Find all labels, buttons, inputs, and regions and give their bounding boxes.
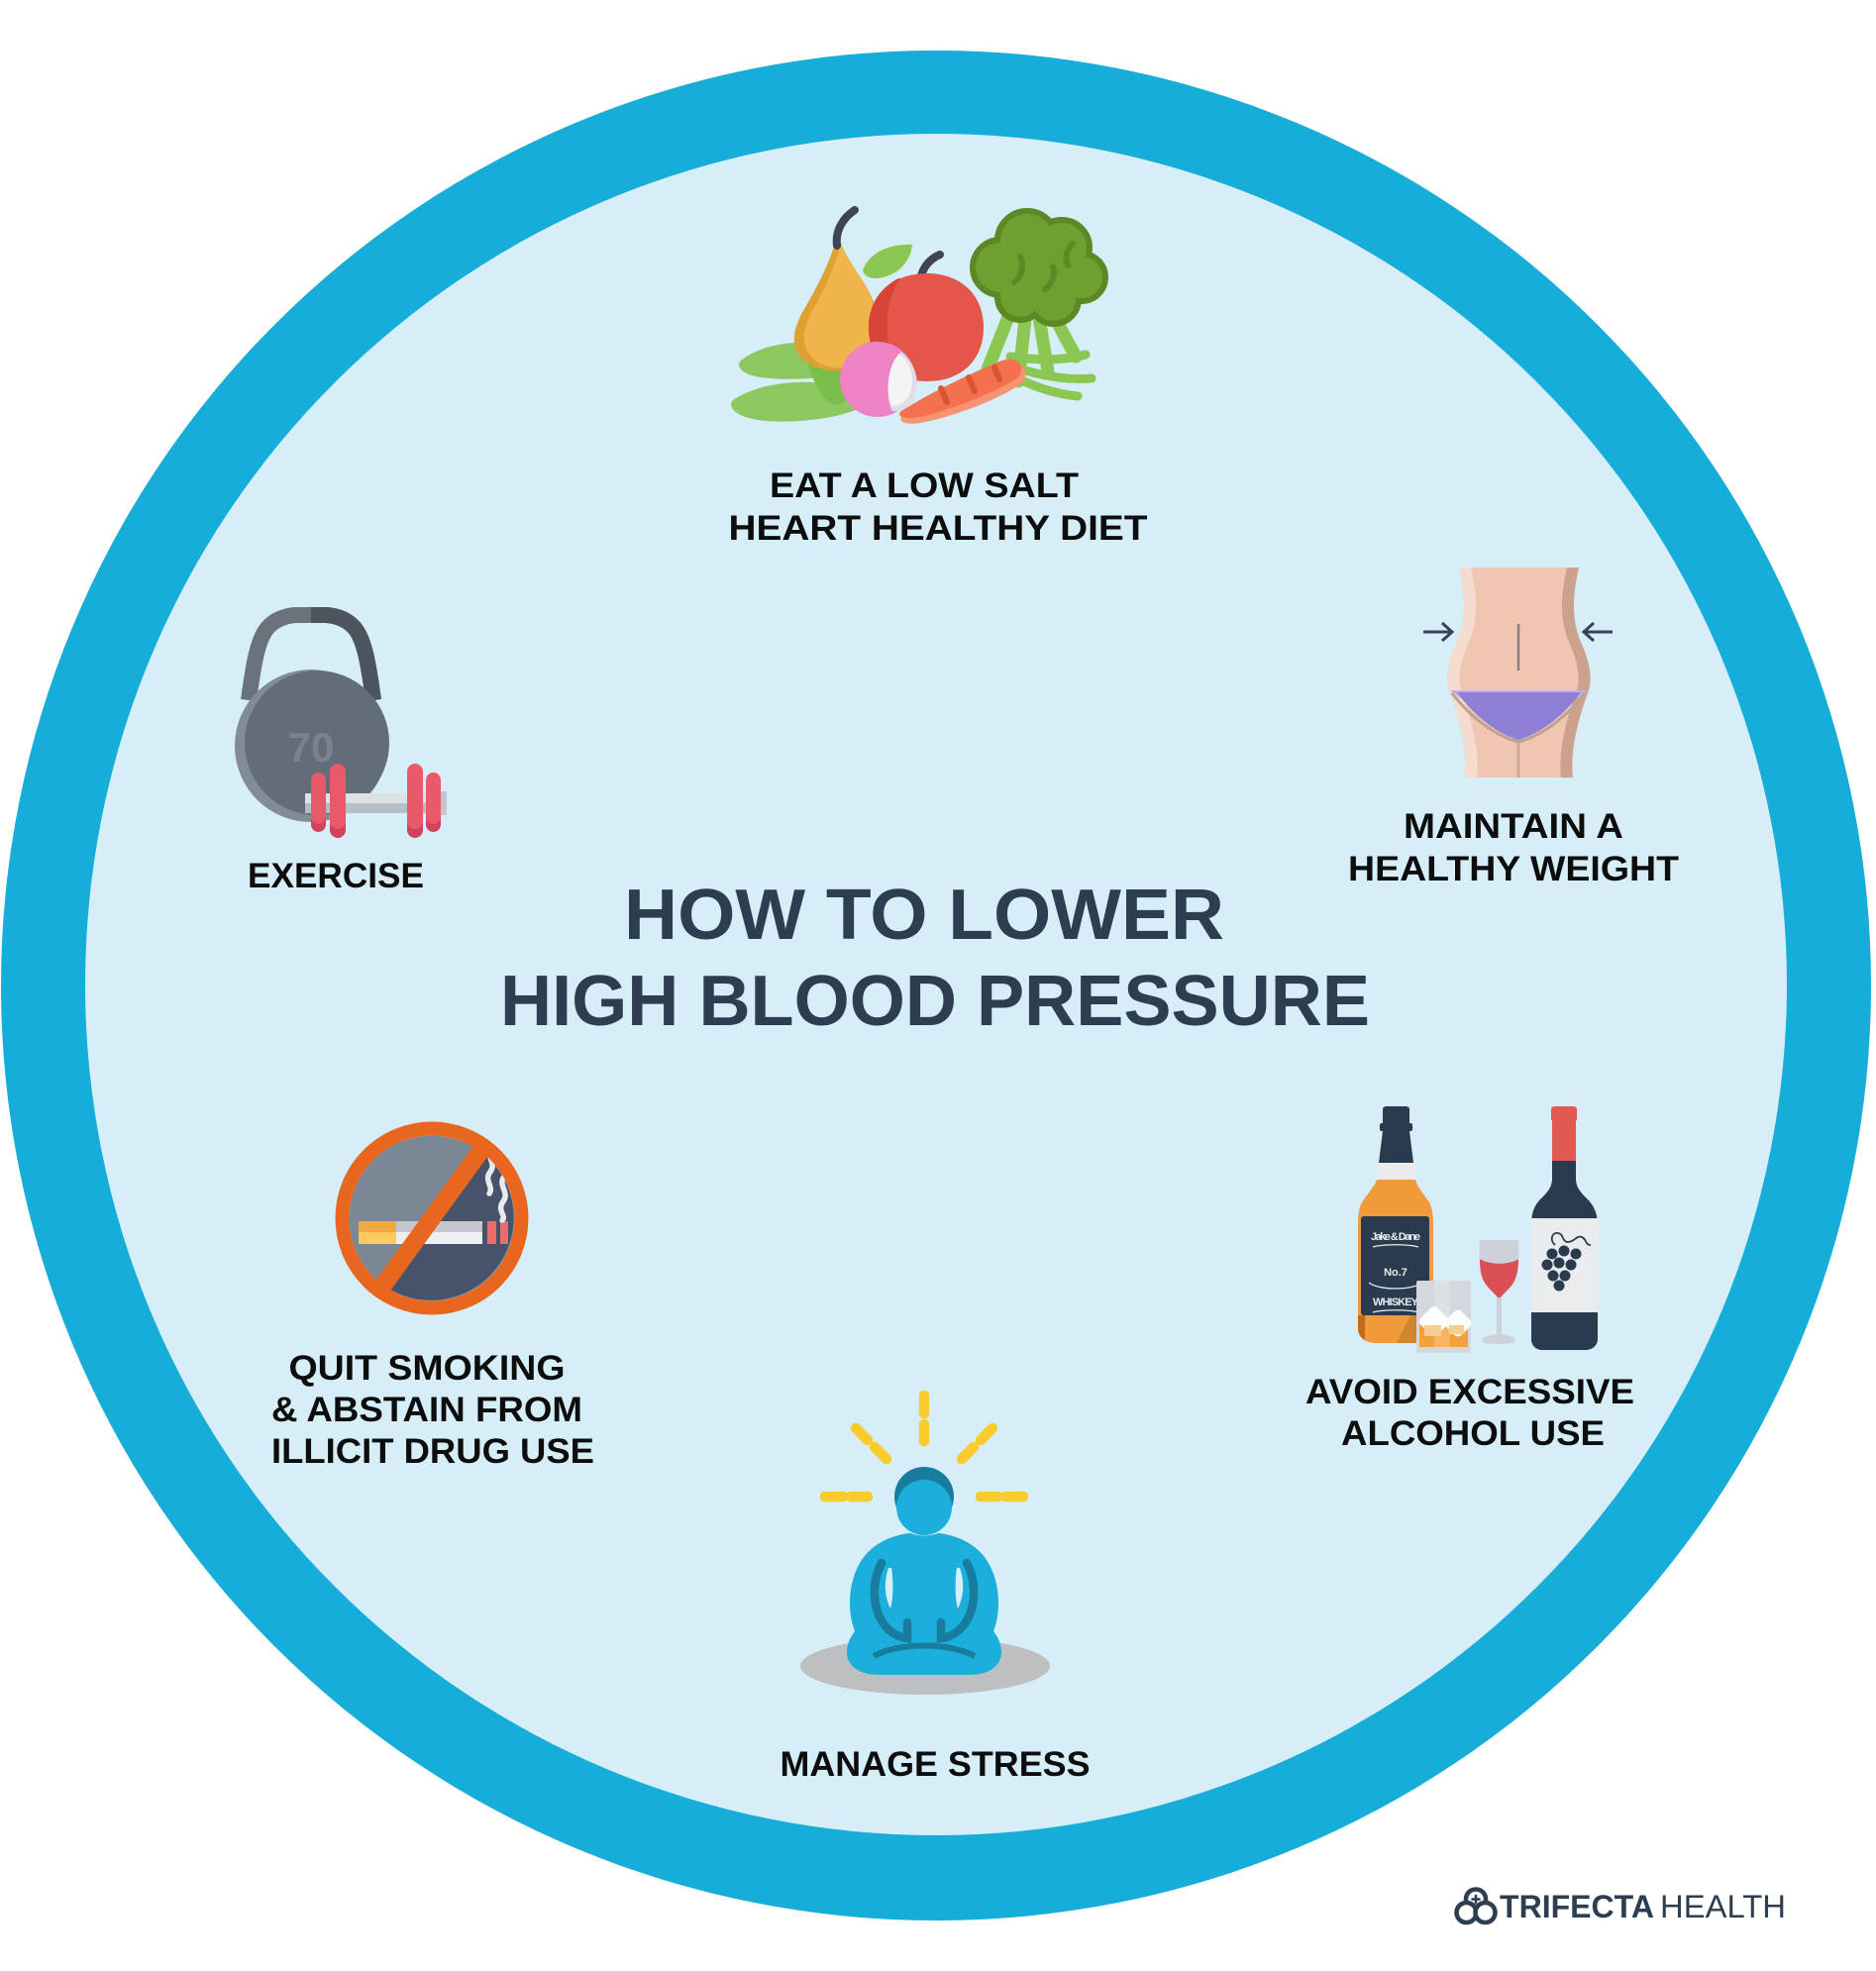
svg-text:QUIT SMOKING: QUIT SMOKING bbox=[289, 1349, 566, 1388]
svg-text:No.7: No.7 bbox=[1384, 1267, 1407, 1279]
svg-text:HOW TO LOWER: HOW TO LOWER bbox=[624, 876, 1224, 955]
svg-text:MANAGE STRESS: MANAGE STRESS bbox=[781, 1745, 1091, 1784]
svg-text:HEALTHY WEIGHT: HEALTHY WEIGHT bbox=[1348, 850, 1679, 888]
svg-text:HIGH BLOOD PRESSURE: HIGH BLOOD PRESSURE bbox=[500, 962, 1370, 1041]
svg-text:& ABSTAIN FROM: & ABSTAIN FROM bbox=[271, 1391, 582, 1429]
svg-text:ALCOHOL USE: ALCOHOL USE bbox=[1341, 1414, 1605, 1453]
svg-text:EXERCISE: EXERCISE bbox=[248, 857, 424, 895]
svg-text:70: 70 bbox=[288, 724, 335, 771]
svg-text:ILLICIT DRUG USE: ILLICIT DRUG USE bbox=[271, 1432, 594, 1471]
svg-text:HEALTH: HEALTH bbox=[1660, 1889, 1786, 1924]
svg-text:WHISKEY: WHISKEY bbox=[1373, 1297, 1419, 1308]
svg-text:EAT A LOW SALT: EAT A LOW SALT bbox=[770, 467, 1079, 505]
svg-text:MAINTAIN A: MAINTAIN A bbox=[1404, 807, 1623, 846]
svg-text:TRIFECTA: TRIFECTA bbox=[1500, 1889, 1654, 1924]
svg-text:HEART HEALTHY DIET: HEART HEALTHY DIET bbox=[729, 509, 1148, 548]
svg-text:Jake & Dane: Jake & Dane bbox=[1371, 1231, 1420, 1243]
svg-text:AVOID EXCESSIVE: AVOID EXCESSIVE bbox=[1305, 1373, 1634, 1411]
